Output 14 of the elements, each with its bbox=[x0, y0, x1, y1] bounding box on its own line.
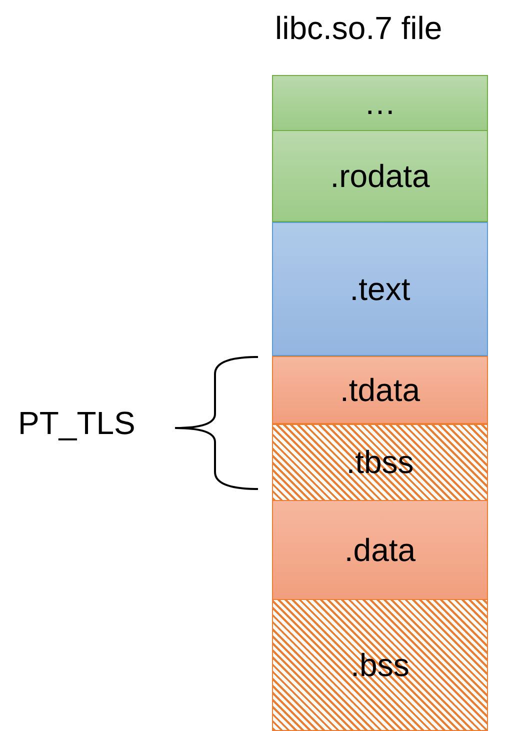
memory-section bbox=[272, 424, 488, 501]
section-label: .rodata bbox=[330, 158, 430, 194]
memory-section bbox=[272, 130, 488, 222]
segment-label: PT_TLS bbox=[18, 405, 136, 442]
section-label: .tdata bbox=[340, 372, 420, 408]
section-label: .text bbox=[350, 270, 410, 308]
memory-section bbox=[272, 75, 488, 131]
memory-section bbox=[272, 599, 488, 731]
memory-section bbox=[272, 500, 488, 600]
section-label: .data bbox=[344, 532, 416, 568]
title: libc.so.7 file bbox=[275, 10, 442, 47]
memory-section bbox=[272, 222, 488, 356]
section-label: … bbox=[364, 84, 396, 122]
memory-section bbox=[272, 356, 488, 424]
